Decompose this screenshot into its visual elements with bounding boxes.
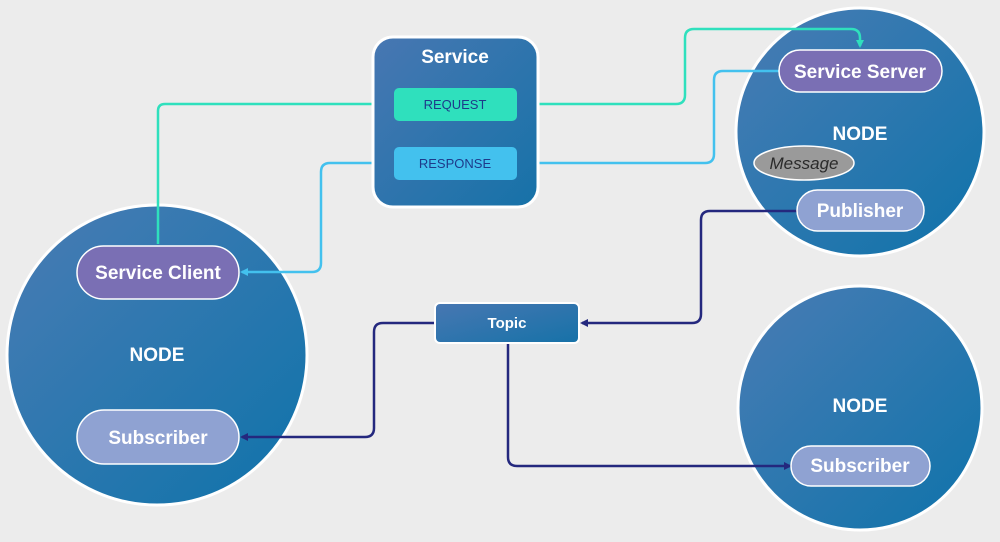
client-node-label: NODE xyxy=(130,345,185,366)
topic-to-node-subscriber-arrow xyxy=(506,343,792,470)
request-label: REQUEST xyxy=(424,97,487,112)
message-ellipse xyxy=(753,145,855,181)
client-to-request-arrow xyxy=(156,100,394,244)
response-box xyxy=(394,147,517,180)
publisher-label: Publisher xyxy=(817,201,904,222)
topic-box: Topic xyxy=(434,302,580,344)
service-client-pill xyxy=(76,245,240,300)
server-node: Service Server NODE Message Publisher xyxy=(753,49,943,232)
subscriber-node-label: NODE xyxy=(833,396,888,417)
client-node: Service Client NODE Subscriber xyxy=(76,245,240,465)
publisher-pill xyxy=(796,189,925,232)
service-server-label: Service Server xyxy=(794,62,927,83)
service-server-pill xyxy=(778,49,943,93)
server-to-response-arrow xyxy=(518,69,779,167)
service-title: Service xyxy=(421,47,489,68)
topic-label: Topic xyxy=(488,315,527,332)
client-subscriber-pill xyxy=(76,409,240,465)
server-node-label: NODE xyxy=(833,124,888,145)
request-box xyxy=(394,88,517,121)
message-label: Message xyxy=(770,154,839,173)
response-to-client-arrow xyxy=(240,161,393,276)
topic-to-client-subscriber-arrow xyxy=(240,321,435,441)
service-box: Service REQUEST RESPONSE xyxy=(371,35,540,209)
service-client-label: Service Client xyxy=(95,263,221,284)
node-subscriber-label: Subscriber xyxy=(810,456,910,477)
response-label: RESPONSE xyxy=(419,156,492,171)
node-subscriber-pill xyxy=(790,445,931,487)
request-to-server-arrow xyxy=(517,27,864,106)
client-subscriber-label: Subscriber xyxy=(108,428,208,449)
subscriber-node: NODE Subscriber xyxy=(790,396,931,487)
publisher-to-topic-arrow xyxy=(580,209,797,327)
